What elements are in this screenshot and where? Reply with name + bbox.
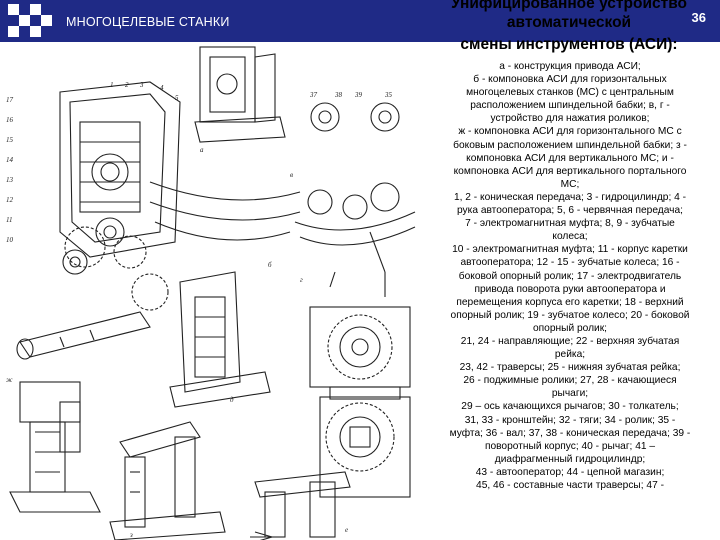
caption-line: 26 - поджимные ролики; 27, 28 - качающие…	[463, 375, 677, 387]
caption-line: опорный ролик; 19 - зубчатое колесо; 20 …	[450, 309, 690, 321]
svg-text:а: а	[200, 146, 204, 154]
caption-line: 1, 2 - коническая передача; 3 - гидроцил…	[453, 191, 687, 203]
caption-line: рычаги;	[551, 388, 589, 400]
svg-text:12: 12	[6, 196, 14, 204]
caption-line: компоновка АСИ для вертикального порталь…	[453, 165, 687, 177]
svg-text:13: 13	[6, 176, 14, 184]
svg-text:15: 15	[6, 136, 14, 144]
svg-text:1: 1	[110, 81, 114, 89]
caption-line: устройство для нажатия роликов;	[490, 113, 650, 125]
svg-text:38: 38	[334, 91, 343, 99]
caption-line: перемещения корпуса его каретки; 18 - ве…	[456, 296, 684, 308]
logo-squares-icon	[8, 4, 56, 38]
caption-line: 21, 24 - направляющие; 22 - верхняя зубч…	[460, 335, 680, 347]
slide-title: Унифицированное устройство автоматическо…	[418, 0, 720, 54]
slide-title-line3: смены инструментов (АСИ):	[460, 36, 678, 53]
caption-line: 29 – ось качающихся рычагов; 30 - толкат…	[461, 401, 679, 413]
caption-line: автооператора; 12 - 15 - зубчатые колеса…	[460, 257, 680, 269]
svg-text:б: б	[268, 261, 272, 269]
svg-text:35: 35	[384, 91, 393, 99]
caption-line: 43 - автооператор; 44 - цепной магазин;	[475, 466, 665, 478]
svg-text:д: д	[230, 396, 234, 404]
svg-text:37: 37	[309, 91, 318, 99]
caption-line: опорный ролик;	[532, 322, 607, 334]
caption-line: муфта; 36 - вал; 37, 38 - коническая пер…	[449, 427, 691, 439]
caption-line: боковым расположением шпиндельной бабки;…	[453, 139, 687, 151]
caption-line: боковой опорный ролик; 17 - электродвига…	[458, 270, 682, 282]
caption-line: многоцелевых станков (МС) с центральным	[466, 87, 674, 99]
svg-text:з: з	[129, 531, 133, 539]
svg-text:16: 16	[6, 116, 14, 124]
caption-line: 7 - электромагнитная муфта; 8, 9 - зубча…	[465, 218, 675, 230]
slide-title-line2: автоматической	[506, 14, 632, 31]
caption-line: 31, 33 - кронштейн; 32 - тяги; 34 - роли…	[464, 414, 676, 426]
svg-text:14: 14	[6, 156, 14, 164]
slide-title-line1: Унифицированное устройство	[450, 0, 687, 12]
section-title: МНОГОЦЕЛЕВЫЕ СТАНКИ	[66, 15, 230, 29]
caption-line: б - компоновка АСИ для горизонтальных	[473, 74, 667, 86]
svg-text:3: 3	[139, 81, 144, 89]
caption-line: 23, 42 - траверсы; 25 - нижняя зубчатая …	[459, 362, 681, 374]
caption-line: поворотный корпус; 40 - рычаг; 41 –	[484, 440, 656, 452]
svg-text:10: 10	[6, 236, 14, 244]
caption-line: компоновка АСИ для вертикального МС; и -	[466, 152, 674, 164]
svg-text:4: 4	[160, 84, 164, 92]
caption-line: рейка;	[554, 349, 586, 361]
svg-text:г: г	[300, 276, 303, 284]
svg-text:в: в	[290, 171, 293, 179]
caption-line: колеса;	[552, 231, 588, 243]
header-bar: МНОГОЦЕЛЕВЫЕ СТАНКИ 36	[0, 0, 720, 42]
caption-line: ж - компоновка АСИ для горизонтального М…	[458, 126, 682, 138]
svg-text:2: 2	[125, 81, 129, 89]
figure-caption: а - конструкция привода АСИ; б - компонов…	[424, 60, 716, 492]
caption-line: МС;	[560, 178, 580, 190]
svg-text:5: 5	[175, 94, 179, 102]
svg-text:11: 11	[6, 216, 12, 224]
svg-text:17: 17	[6, 96, 14, 104]
svg-text:е: е	[345, 526, 348, 534]
caption-line: а - конструкция привода АСИ;	[499, 61, 641, 72]
caption-line: 45, 46 - составные части траверсы; 47 -	[476, 480, 664, 491]
caption-line: диафрагменный гидроцилиндр;	[494, 453, 646, 465]
caption-line: расположением шпиндельной бабки; в, г -	[470, 100, 670, 112]
caption-line: рука автооператора; 5, 6 - червячная пер…	[457, 205, 683, 217]
svg-text:ж: ж	[6, 376, 13, 384]
page-number: 36	[691, 10, 706, 25]
caption-line: 10 - электромагнитная муфта; 11 - корпус…	[452, 244, 688, 256]
caption-line: привода поворота руки автооператора и	[474, 283, 666, 295]
svg-text:39: 39	[354, 91, 363, 99]
